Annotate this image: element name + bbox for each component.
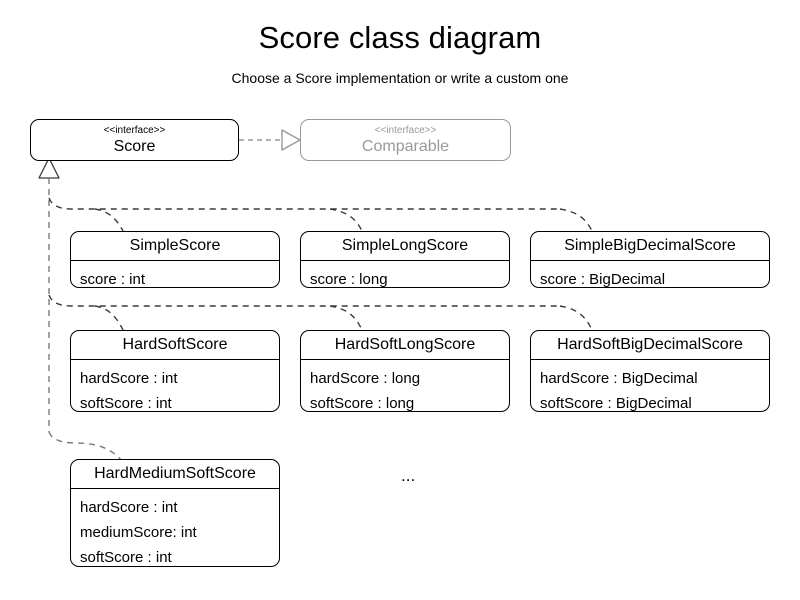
node-simple-long-score-title: SimpleLongScore: [341, 237, 469, 254]
inheritance-branch-hard-soft-big-decimal-score: [559, 305, 593, 331]
node-comparable[interactable]: <<interface>> Comparable: [300, 119, 511, 161]
node-simple-big-decimal-score[interactable]: SimpleBigDecimalScore score : BigDecimal: [530, 231, 770, 288]
node-simple-score[interactable]: SimpleScore score : int: [70, 231, 280, 288]
node-hard-soft-score[interactable]: HardSoftScore hardScore : int softScore …: [70, 330, 280, 412]
attribute-row: score : int: [80, 271, 146, 288]
inheritance-branch-simple-score: [94, 208, 124, 232]
node-hard-soft-score-attributes: hardScore : int softScore : int: [71, 359, 279, 412]
node-hard-medium-soft-score-attributes: hardScore : int mediumScore: int softSco…: [71, 488, 279, 566]
page-subtitle: Choose a Score implementation or write a…: [231, 70, 569, 86]
node-simple-long-score[interactable]: SimpleLongScore score : long: [300, 231, 510, 288]
node-simple-score-title: SimpleScore: [129, 237, 221, 254]
node-score-stereotype: <<interface>>: [103, 124, 166, 136]
node-hard-medium-soft-score-title: HardMediumSoftScore: [94, 465, 256, 482]
attribute-row: softScore : long: [310, 395, 415, 412]
node-comparable-title: Comparable: [361, 137, 450, 155]
attribute-row: softScore : int: [80, 549, 172, 566]
node-hard-soft-long-score-title: HardSoftLongScore: [334, 336, 476, 353]
node-hard-soft-score-title: HardSoftScore: [122, 336, 228, 353]
node-simple-long-score-attributes: score : long: [301, 260, 509, 288]
inheritance-branch-hard-soft-score: [94, 305, 124, 331]
inheritance-branch-simple-long-score: [329, 208, 363, 232]
realization-edge-score-comparable: [239, 129, 301, 151]
inheritance-branches-tier1: [48, 197, 560, 210]
attribute-row: hardScore : int: [80, 370, 178, 387]
node-score[interactable]: <<interface>> Score: [30, 119, 239, 161]
inheritance-branch-hard-soft-long-score: [329, 305, 363, 331]
inheritance-branch-simple-big-decimal-score: [559, 208, 593, 232]
attribute-row: score : BigDecimal: [540, 271, 666, 288]
inheritance-triangle-score: [38, 157, 60, 179]
attribute-row: softScore : int: [80, 395, 172, 412]
attribute-row: hardScore : long: [310, 370, 421, 387]
attribute-row: softScore : BigDecimal: [540, 395, 692, 412]
node-comparable-stereotype: <<interface>>: [374, 124, 437, 136]
more-classes-indicator: ...: [401, 466, 416, 485]
node-simple-big-decimal-score-attributes: score : BigDecimal: [531, 260, 769, 288]
node-hard-soft-long-score-attributes: hardScore : long softScore : long: [301, 359, 509, 412]
page-title: Score class diagram: [258, 20, 542, 55]
inheritance-branches-tier2: [48, 294, 560, 307]
node-hard-soft-big-decimal-score-title: HardSoftBigDecimalScore: [557, 336, 743, 353]
inheritance-branch-hard-medium-soft-score: [48, 431, 123, 462]
node-hard-soft-big-decimal-score-attributes: hardScore : BigDecimal softScore : BigDe…: [531, 359, 769, 412]
node-hard-soft-long-score[interactable]: HardSoftLongScore hardScore : long softS…: [300, 330, 510, 412]
attribute-row: hardScore : int: [80, 499, 178, 516]
node-hard-medium-soft-score[interactable]: HardMediumSoftScore hardScore : int medi…: [70, 459, 280, 567]
attribute-row: score : long: [310, 271, 388, 288]
attribute-row: hardScore : BigDecimal: [540, 370, 698, 387]
node-simple-score-attributes: score : int: [71, 260, 279, 288]
node-score-title: Score: [113, 137, 156, 155]
node-simple-big-decimal-score-title: SimpleBigDecimalScore: [564, 237, 736, 254]
node-hard-soft-big-decimal-score[interactable]: HardSoftBigDecimalScore hardScore : BigD…: [530, 330, 770, 412]
attribute-row: mediumScore: int: [80, 524, 197, 541]
